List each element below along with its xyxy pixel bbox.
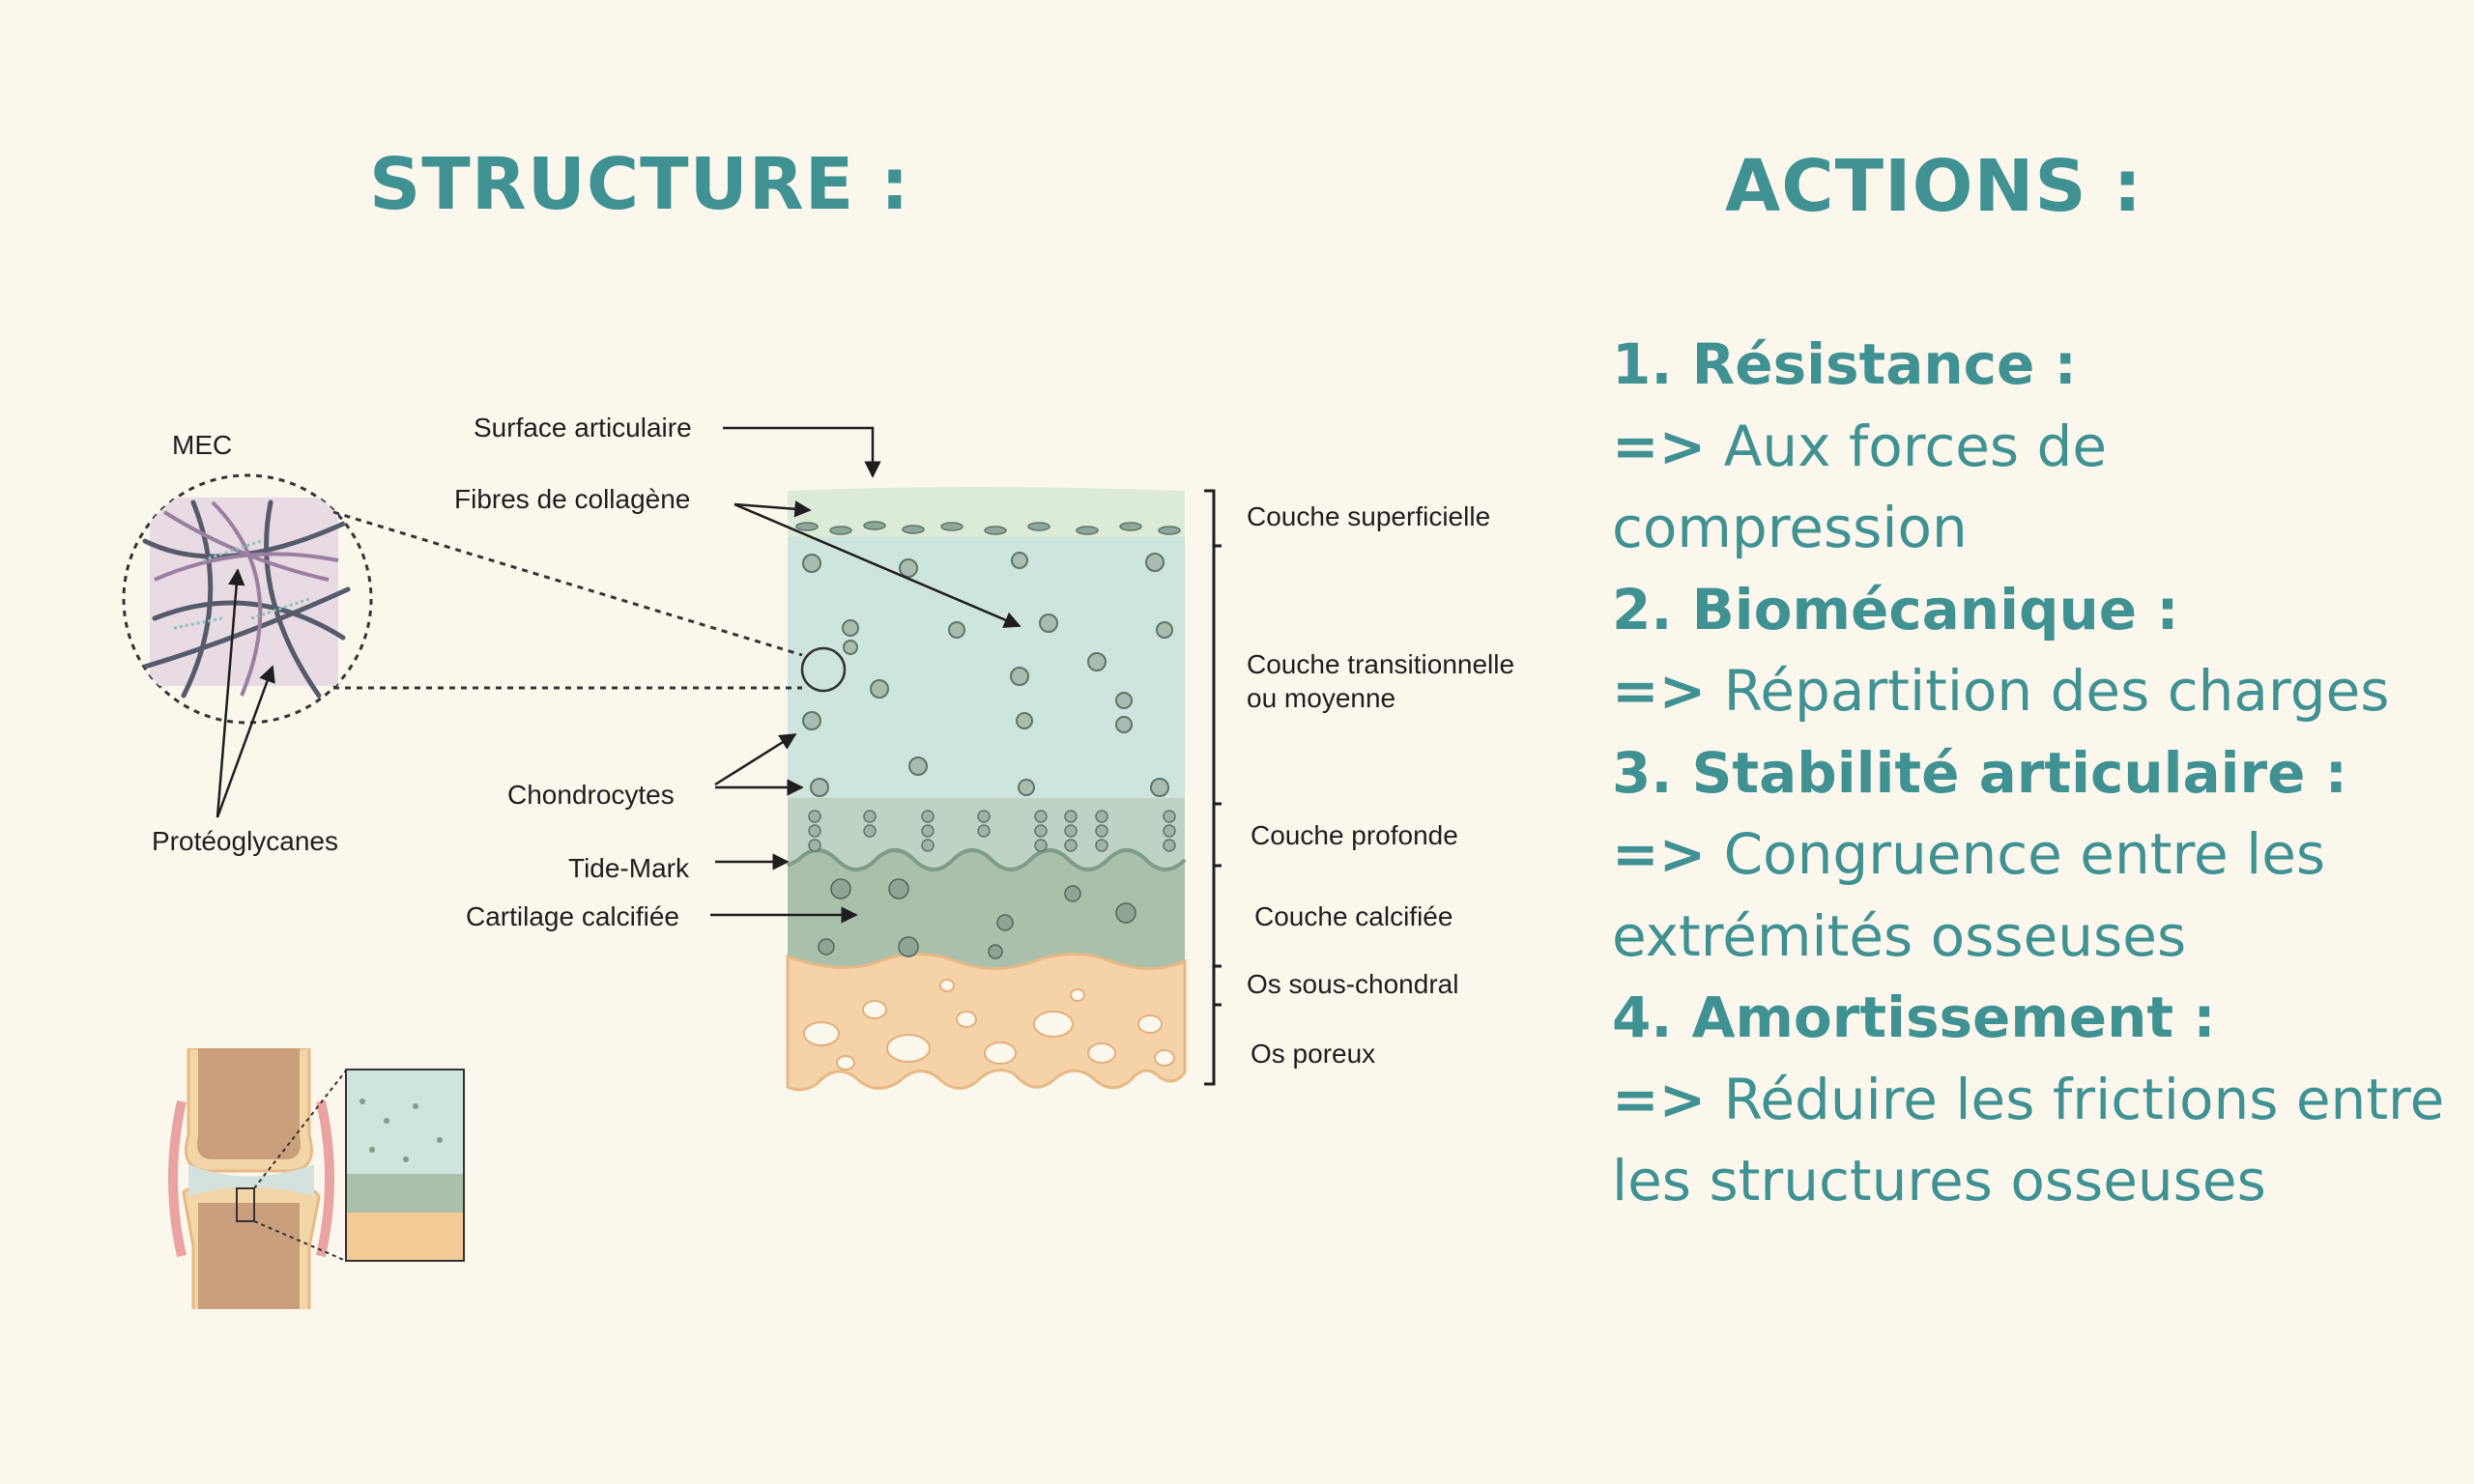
cartilage-diagram: MEC Surface articulaire Fibres de collag… <box>122 413 1514 1309</box>
action-title: 3. Stabilité articulaire : <box>1612 739 2347 806</box>
action-title: 1. Résistance : <box>1612 331 2077 397</box>
bone-pores <box>803 979 1175 1070</box>
layer-brackets <box>1204 489 1222 1086</box>
label-cartilage-calcifiee: Cartilage calcifiée <box>466 901 679 931</box>
layer-label-poreux: Os poreux <box>1251 1039 1375 1069</box>
layer-label-transitionnelle-line1: Couche transitionnelle <box>1247 649 1514 679</box>
label-surface-articulaire: Surface articulaire <box>474 413 692 442</box>
arrow-marker: => <box>1612 658 1707 724</box>
chondrocyte-cells <box>802 552 1173 797</box>
label-proteoglycanes: Protéoglycanes <box>152 826 338 856</box>
layer-label-sous-chondral: Os sous-chondral <box>1247 969 1458 999</box>
knee-joint-illustration <box>168 1048 465 1309</box>
action-description: => Congruence entre les extrémités osseu… <box>1612 813 2462 977</box>
mec-zoom-circle <box>800 646 847 693</box>
label-fibres-collagene: Fibres de collagène <box>454 484 690 514</box>
action-description: => Répartition des charges <box>1612 650 2462 732</box>
action-text: Aux forces de compression <box>1612 413 2108 561</box>
action-item: 1. Résistance : => Aux forces de compres… <box>1612 324 2462 569</box>
calcified-cells <box>818 878 1136 959</box>
label-arrows <box>216 426 1021 924</box>
arrow-marker: => <box>1612 1066 1707 1132</box>
cartilage-layers <box>786 487 1187 1092</box>
action-item: 4. Amortissement : => Réduire les fricti… <box>1612 977 2462 1222</box>
mec-inset <box>122 473 373 725</box>
superficial-cells <box>795 521 1181 535</box>
label-mec: MEC <box>172 430 232 460</box>
layer-label-superficielle: Couche superficielle <box>1247 501 1490 531</box>
structure-heading: STRUCTURE : <box>369 143 910 226</box>
mec-connectors <box>332 510 803 690</box>
tide-mark-line <box>787 848 1187 871</box>
action-title: 4. Amortissement : <box>1612 985 2216 1050</box>
arrow-marker: => <box>1612 413 1707 479</box>
action-title: 2. Biomécanique : <box>1612 576 2179 642</box>
layer-label-calcifiee: Couche calcifiée <box>1254 901 1453 931</box>
label-tide-mark: Tide-Mark <box>568 853 690 883</box>
layer-label-transitionnelle-line2: ou moyenne <box>1247 683 1395 713</box>
layer-calcifiee <box>788 850 1185 969</box>
action-description: => Aux forces de compression <box>1612 406 2462 569</box>
action-description: => Réduire les frictions entre les struc… <box>1612 1059 2462 1222</box>
layer-os <box>786 953 1187 1092</box>
action-text: Réduire les frictions entre les structur… <box>1612 1066 2445 1214</box>
actions-heading: ACTIONS : <box>1725 145 2143 228</box>
layer-transitionnelle <box>788 537 1185 800</box>
label-chondrocytes: Chondrocytes <box>507 780 675 810</box>
arrow-marker: => <box>1612 821 1707 887</box>
actions-list: 1. Résistance : => Aux forces de compres… <box>1612 324 2462 1222</box>
action-item: 3. Stabilité articulaire : => Congruence… <box>1612 732 2462 978</box>
action-text: Congruence entre les extrémités osseuses <box>1612 821 2326 969</box>
action-item: 2. Biomécanique : => Répartition des cha… <box>1612 569 2462 732</box>
layer-label-profonde: Couche profonde <box>1251 820 1458 850</box>
action-text: Répartition des charges <box>1723 658 2390 724</box>
deep-cells <box>808 810 1176 852</box>
